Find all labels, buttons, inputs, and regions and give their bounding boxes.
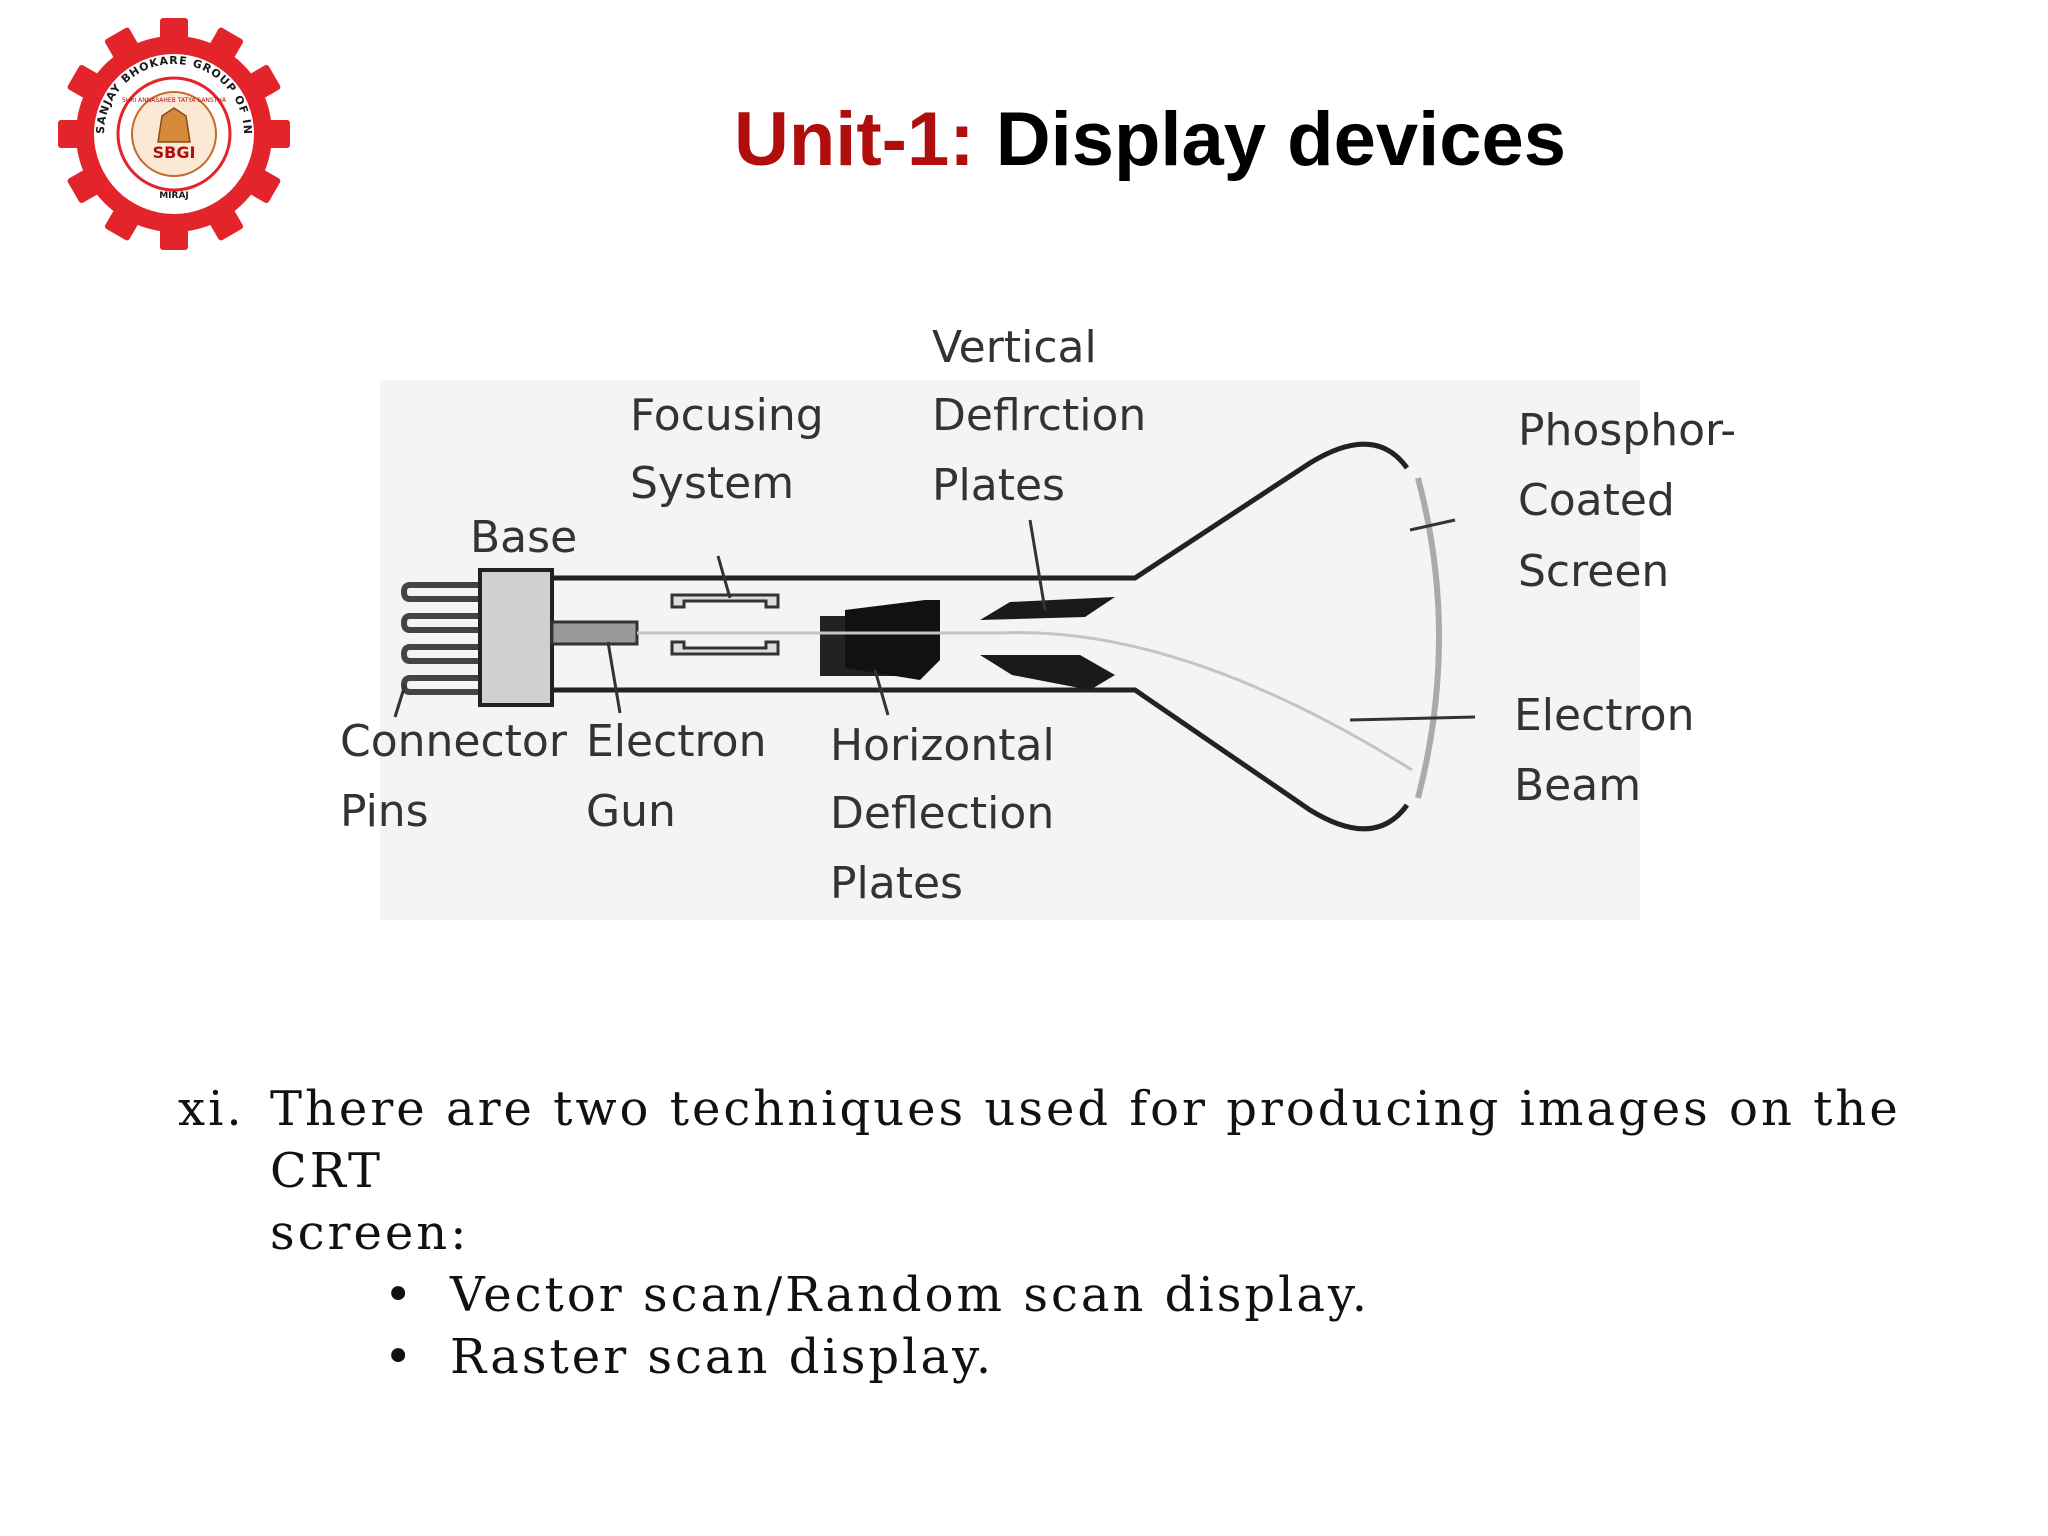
- electron-gun: [550, 620, 639, 646]
- crt-diagram: Base Focusing System Vertical Deflrction…: [300, 320, 1780, 960]
- technique-list: • Vector scan/Random scan display. • Ras…: [384, 1264, 1938, 1388]
- label-focusing-2: System: [630, 458, 794, 509]
- label-vertical-1: Vertical: [932, 322, 1097, 373]
- bullet-text: Vector scan/Random scan display.: [450, 1267, 1371, 1323]
- label-focusing-1: Focusing: [630, 390, 824, 441]
- list-item-xi: xi. There are two techniques used for pr…: [178, 1078, 1938, 1264]
- slide-title: Unit-1: Display devices: [600, 90, 1700, 190]
- logo-place: MIRAJ: [159, 191, 189, 201]
- label-phosphor-2: Coated: [1518, 475, 1675, 526]
- label-gun-2: Gun: [586, 786, 676, 837]
- bullet-text: Raster scan display.: [450, 1329, 995, 1385]
- label-gun-1: Electron: [586, 716, 766, 767]
- list-item: • Vector scan/Random scan display.: [384, 1264, 1938, 1326]
- horizontal-deflection-plates: [820, 600, 940, 680]
- item-text: There are two techniques used for produc…: [270, 1078, 1938, 1264]
- label-phosphor-1: Phosphor-: [1518, 405, 1736, 456]
- temple-icon: [157, 107, 191, 143]
- bullet-icon: •: [384, 1329, 416, 1385]
- logo-inner-text: SHRI ANNASAHEB TATYA SANSTHA: [122, 97, 227, 104]
- label-horizontal-2: Deflection: [830, 788, 1054, 839]
- item-text-line-1: There are two techniques used for produc…: [270, 1081, 1901, 1199]
- label-horizontal-3: Plates: [830, 858, 963, 909]
- leader-lines: [393, 518, 1476, 722]
- electron-beam: [637, 631, 1413, 772]
- label-vertical-3: Plates: [932, 460, 1065, 511]
- label-beam-1: Electron: [1514, 690, 1694, 741]
- label-beam-2: Beam: [1514, 760, 1641, 811]
- crt-tube: [550, 441, 1410, 832]
- tube-base: [478, 568, 554, 707]
- list-item: • Raster scan display.: [384, 1326, 1938, 1388]
- item-text-line-2: screen:: [270, 1205, 470, 1261]
- title-main: Display devices: [995, 97, 1567, 182]
- focusing-system: [670, 593, 780, 656]
- label-connector-2: Pins: [340, 786, 429, 837]
- title-prefix: Unit-1:: [733, 97, 975, 182]
- vertical-deflection-plates: [980, 597, 1115, 690]
- label-horizontal-1: Horizontal: [830, 720, 1055, 771]
- label-base: Base: [470, 512, 577, 563]
- institute-logo: SANJAY BHOKARE GROUP OF INSTITUTES SHRI …: [45, 2, 298, 256]
- label-connector-1: Connector: [340, 716, 568, 767]
- body-text: xi. There are two techniques used for pr…: [178, 1078, 1938, 1388]
- logo-initials: SBGI: [153, 143, 196, 162]
- label-vertical-2: Deflrction: [932, 390, 1146, 441]
- bullet-icon: •: [384, 1267, 416, 1323]
- item-number: xi.: [178, 1081, 245, 1137]
- phosphor-screen: [1415, 477, 1442, 799]
- label-phosphor-3: Screen: [1518, 546, 1669, 597]
